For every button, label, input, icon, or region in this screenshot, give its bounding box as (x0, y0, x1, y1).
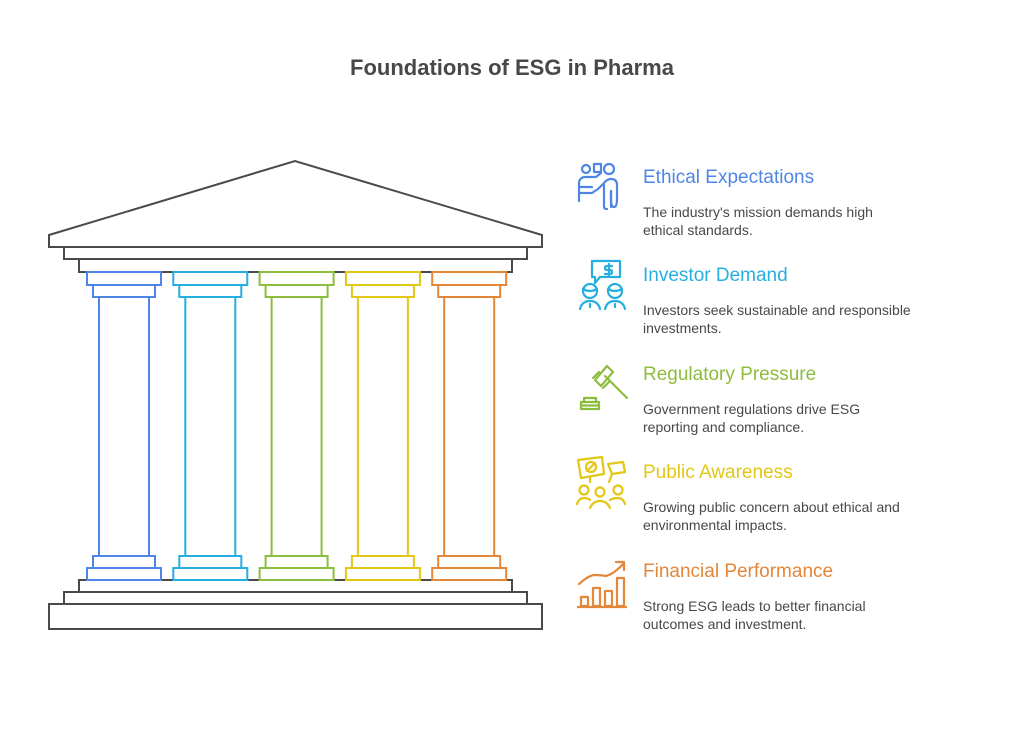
column-2 (172, 271, 249, 581)
roof-step-2 (78, 258, 513, 273)
pillar-heading: Regulatory Pressure (643, 364, 817, 385)
pillar-heading: Ethical Expectations (643, 167, 815, 188)
roof-step-1 (63, 246, 528, 260)
base-step-2 (63, 591, 528, 605)
temple-roof (48, 159, 543, 248)
column-capital-top (86, 271, 162, 286)
column-base-top (178, 555, 243, 569)
gavel-icon (579, 364, 629, 411)
column-capital-bottom (350, 284, 415, 298)
pillar-item-3: Regulatory Pressure Government regulatio… (576, 358, 996, 448)
column-base-top (350, 555, 415, 569)
column-base-top (92, 555, 156, 569)
diagram-title: Foundations of ESG in Pharma (350, 55, 674, 80)
pillar-item-5: Financial Performance Strong ESG leads t… (576, 555, 996, 645)
pillar-item-4: Public Awareness Growing public concern … (576, 456, 996, 546)
column-1 (86, 271, 162, 581)
column-shaft (356, 296, 409, 557)
column-capital-bottom (92, 284, 156, 298)
column-capital-bottom (437, 284, 502, 298)
column-base-top (437, 555, 502, 569)
column-base-bottom (258, 567, 335, 581)
column-base-top (264, 555, 329, 569)
investors-dollar-icon (578, 259, 627, 311)
pillar-heading: Investor Demand (643, 265, 788, 286)
pillar-item-2: Investor Demand Investors seek sustainab… (576, 259, 996, 349)
growth-chart-icon (576, 560, 628, 609)
base-step-3 (48, 603, 543, 630)
column-shaft (270, 296, 323, 557)
pillar-description: Government regulations drive ESG reporti… (643, 401, 861, 435)
column-shaft (184, 296, 237, 557)
column-capital-top (258, 271, 335, 286)
column-capital-top (344, 271, 421, 286)
pillar-description: Growing public concern about ethical and… (643, 499, 900, 533)
pillar-heading: Financial Performance (643, 561, 834, 582)
pillar-heading: Public Awareness (643, 462, 793, 483)
column-base-bottom (86, 567, 162, 581)
pillar-description: Strong ESG leads to better financial out… (643, 598, 866, 632)
column-base-bottom (431, 567, 508, 581)
temple-diagram (48, 159, 543, 630)
protest-crowd-icon (576, 456, 627, 510)
column-shaft (443, 296, 496, 557)
column-base-bottom (172, 567, 249, 581)
column-capital-top (431, 271, 508, 286)
column-3 (258, 271, 335, 581)
column-capital-bottom (178, 284, 243, 298)
column-base-bottom (344, 567, 421, 581)
pillar-description: The industry's mission demands high ethi… (643, 204, 873, 238)
pillar-item-1: Ethical Expectations The industry's miss… (576, 161, 996, 251)
column-4 (344, 271, 421, 581)
column-shaft (98, 296, 150, 557)
column-5 (431, 271, 508, 581)
presenter-people-icon (577, 162, 619, 211)
column-capital-top (172, 271, 249, 286)
pillar-description: Investors seek sustainable and responsib… (643, 302, 911, 336)
column-capital-bottom (264, 284, 329, 298)
base-step-1 (78, 579, 513, 593)
